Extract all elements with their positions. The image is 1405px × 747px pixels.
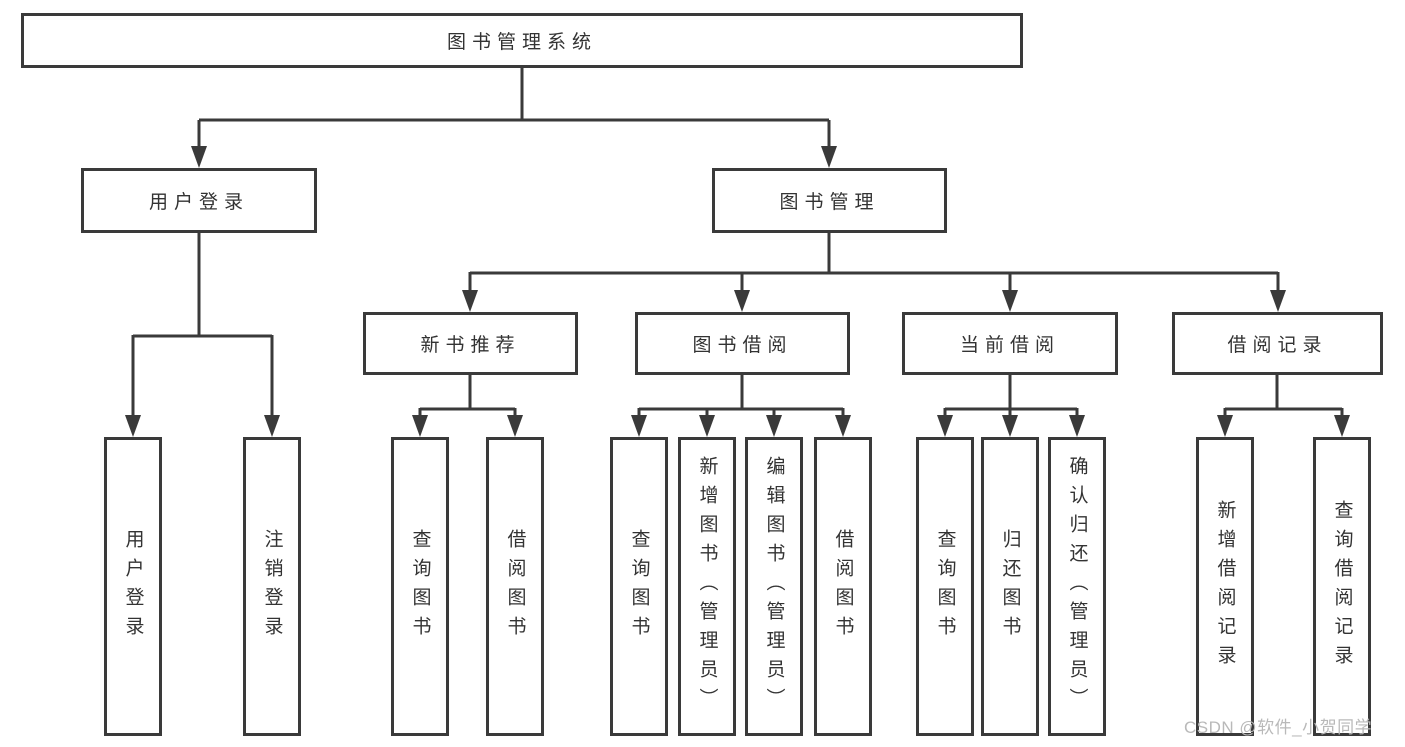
node-book-management: 图书管理: [712, 168, 947, 233]
node-user-login: 用户登录: [81, 168, 317, 233]
leaf-query-books-recommend: 查询图书: [391, 437, 449, 736]
leaf-return-books: 归还图书: [981, 437, 1039, 736]
node-book-borrow: 图书借阅: [635, 312, 850, 375]
node-library-system: 图书管理系统: [21, 13, 1023, 68]
leaf-confirm-return-admin: 确认归还（管理员）: [1048, 437, 1106, 736]
leaf-query-books-borrow: 查询图书: [610, 437, 668, 736]
leaf-logout: 注销登录: [243, 437, 301, 736]
leaf-edit-books-admin: 编辑图书（管理员）: [745, 437, 803, 736]
leaf-user-login: 用户登录: [104, 437, 162, 736]
leaf-query-borrow-record: 查询借阅记录: [1313, 437, 1371, 736]
leaf-add-borrow-record: 新增借阅记录: [1196, 437, 1254, 736]
leaf-borrow-books: 借阅图书: [814, 437, 872, 736]
node-new-book-recommend: 新书推荐: [363, 312, 578, 375]
leaf-add-books-admin: 新增图书（管理员）: [678, 437, 736, 736]
node-borrow-records: 借阅记录: [1172, 312, 1383, 375]
node-current-borrow: 当前借阅: [902, 312, 1118, 375]
leaf-borrow-books-recommend: 借阅图书: [486, 437, 544, 736]
watermark-text: CSDN @软件_小贺同学: [1184, 718, 1373, 737]
leaf-query-books-current: 查询图书: [916, 437, 974, 736]
